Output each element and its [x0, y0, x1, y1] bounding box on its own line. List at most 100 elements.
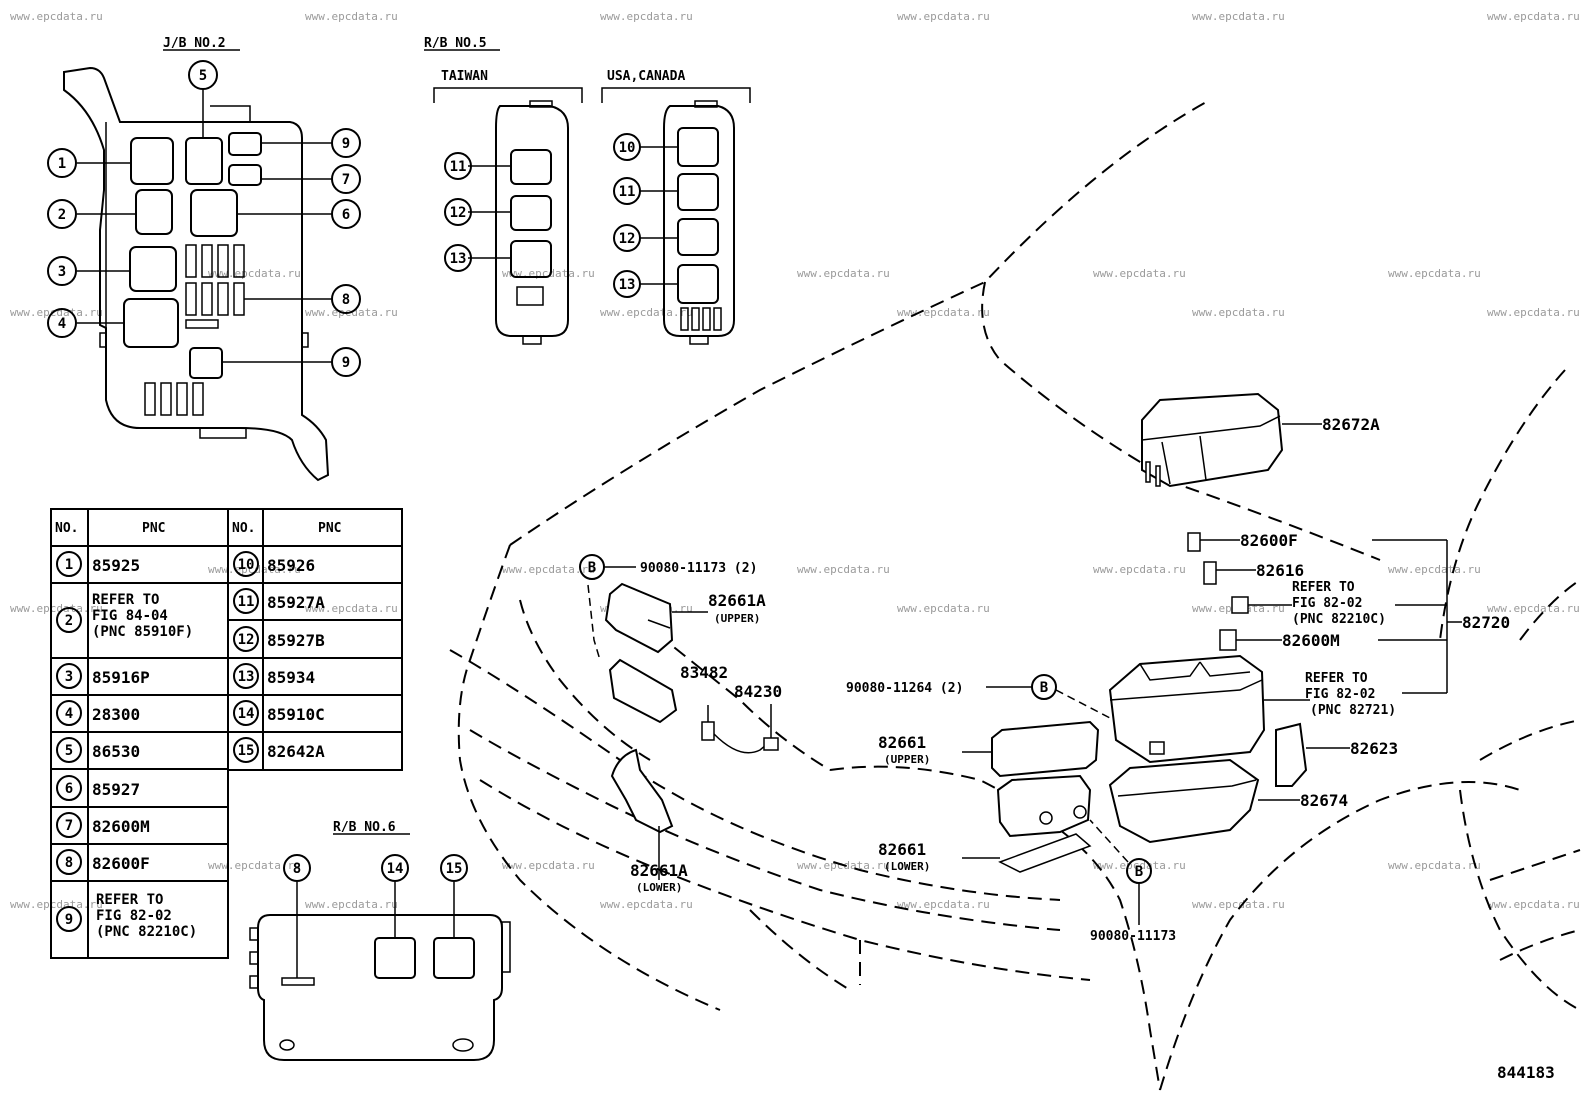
part-82600M-fuse [1219, 629, 1237, 651]
watermark: www.epcdata.ru [1388, 859, 1481, 872]
part-82661A-lower [608, 658, 678, 724]
rb5-taiwan-relay-11 [510, 149, 552, 185]
rb6-relay-15 [433, 937, 475, 979]
watermark: www.epcdata.ru [797, 267, 890, 280]
callout-label: 3 [58, 264, 66, 280]
table-cell-pnc: 85927B [267, 631, 325, 650]
label-refer1-line1: REFER TO [1292, 580, 1355, 595]
part-82623 [1275, 722, 1308, 787]
bolt-callout-label: B [1040, 680, 1048, 696]
table-row: 5 86530 [56, 737, 140, 763]
table-row: 4 28300 [56, 700, 140, 726]
label-82600F: 82600F [1240, 531, 1298, 550]
table-row: 15 82642A [233, 737, 325, 763]
table-row: 10 85926 [233, 551, 315, 577]
table-cell-no: 7 [65, 818, 73, 834]
part-82661-upper [991, 720, 1100, 778]
part-82661A-upper [604, 582, 674, 654]
table-cell-pnc: 85934 [267, 668, 315, 687]
part-82661-lower-tray [998, 833, 1092, 873]
watermark: www.epcdata.ru [502, 859, 595, 872]
callout-label: 12 [619, 231, 636, 247]
callout-label: 12 [450, 205, 467, 221]
table-cell-no: 2 [65, 613, 73, 629]
table-cell-pnc: 85926 [267, 556, 315, 575]
watermark: www.epcdata.ru [897, 306, 990, 319]
jb2-relay-1 [130, 137, 174, 185]
table-header-no: NO. [55, 521, 78, 536]
label-82623: 82623 [1350, 739, 1398, 758]
label-refer2-line1: REFER TO [1305, 671, 1368, 686]
part-labels: 82672A 82600F 82616 REFER TO FIG 82-02 (… [630, 415, 1555, 1082]
jb2-relay-2 [135, 189, 173, 235]
table-cell-pnc: 86530 [92, 742, 140, 761]
watermark: www.epcdata.ru [305, 602, 398, 615]
callout-label: 13 [450, 251, 467, 267]
table-cell-pnc: REFER TO [92, 592, 159, 608]
table-row: 8 82600F [56, 849, 150, 875]
watermark: www.epcdata.ru [897, 10, 990, 23]
label-84230: 84230 [734, 682, 782, 701]
watermark: www.epcdata.ru [1192, 306, 1285, 319]
label-refer2-line2: FIG 82-02 [1305, 687, 1375, 702]
watermark: www.epcdata.ru [208, 267, 301, 280]
rb5-taiwan-relay-12 [510, 195, 552, 231]
table-cell-no: 13 [238, 669, 255, 685]
watermark: www.epcdata.ru [600, 898, 693, 911]
callout-label: 15 [446, 861, 463, 877]
label-bolt2: 90080-11264 (2) [846, 681, 963, 696]
callout-label: 9 [342, 136, 350, 152]
callout-label: 11 [619, 184, 636, 200]
watermark: www.epcdata.ru [305, 10, 398, 23]
table-cell-pnc: FIG 84-04 [92, 608, 168, 624]
part-82600F-fuse [1187, 532, 1201, 552]
rb5-usa-box [663, 105, 735, 337]
label-82674: 82674 [1300, 791, 1348, 810]
watermark: www.epcdata.ru [502, 267, 595, 280]
label-83482: 83482 [680, 663, 728, 682]
vehicle-outline [449, 99, 1581, 1091]
watermark: www.epcdata.ru [1487, 898, 1580, 911]
table-row: 7 82600M [56, 812, 150, 838]
jb2-relay-5 [185, 137, 223, 185]
part-82672A-cover [1141, 392, 1284, 488]
table-cell-pnc: 28300 [92, 705, 140, 724]
table-cell-no: 11 [238, 594, 255, 610]
jb2-relay-6 [190, 189, 238, 237]
callout-label: 8 [293, 861, 301, 877]
table-cell-no: 3 [65, 669, 73, 685]
label-82661-lower: 82661 [878, 840, 926, 859]
rb5-usa-relay-13 [677, 264, 719, 304]
callout-label: 1 [58, 156, 66, 172]
rb5-usa-label: USA,CANADA [607, 69, 685, 84]
diagram-id: 844183 [1497, 1063, 1555, 1082]
table-cell-no: 9 [65, 912, 73, 928]
label-82661A-lower: 82661A [630, 861, 688, 880]
table-header-no: NO. [232, 521, 255, 536]
label-bolt3: 90080-11173 [1090, 929, 1176, 944]
table-row: 6 85927 [56, 775, 140, 801]
table-cell-pnc: 82600M [92, 817, 150, 836]
label-refer1-line3: (PNC 82210C) [1292, 612, 1386, 627]
table-cell-pnc: 85927 [92, 780, 140, 799]
jb2-relay-9a [228, 132, 262, 156]
jb2-fuses [144, 244, 245, 416]
label-82661-upper: 82661 [878, 733, 926, 752]
label-82672A: 82672A [1322, 415, 1380, 434]
table-cell-no: 14 [238, 706, 255, 722]
label-82661A-upper: 82661A [708, 591, 766, 610]
callout-label: 10 [619, 140, 636, 156]
part-82661A-bracket [610, 748, 674, 834]
table-row: 9 REFER TO FIG 82-02 (PNC 82210C) [56, 892, 197, 940]
callout-label: 11 [450, 159, 467, 175]
label-refer1-line2: FIG 82-02 [1292, 596, 1362, 611]
watermark: www.epcdata.ru [1192, 898, 1285, 911]
table-cell-no: 1 [65, 557, 73, 573]
rb5-usa-relay-10 [677, 127, 719, 167]
rb6-section: R/B NO.6 8 14 15 [249, 820, 511, 1061]
table-header-pnc: PNC [142, 521, 165, 536]
engine-components [587, 392, 1462, 880]
part-82616-fuse [1203, 561, 1217, 585]
table-cell-pnc: REFER TO [96, 892, 163, 908]
